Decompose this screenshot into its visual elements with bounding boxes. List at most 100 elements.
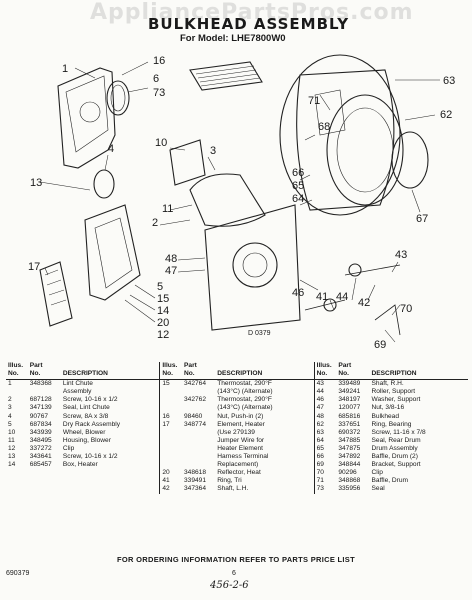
illus-number: 41 (159, 477, 182, 486)
illus-number (159, 388, 182, 397)
header-part: Part (29, 362, 43, 369)
part-number: 348197 (338, 396, 361, 404)
blower-wheel (169, 139, 206, 186)
callout-43: 43 (395, 249, 407, 261)
illus-number (159, 453, 182, 462)
part-number: 342764 (184, 380, 207, 388)
part-description: Ring, Bearing (371, 420, 412, 428)
page-number: 6 (232, 570, 236, 577)
drum-back (279, 54, 401, 216)
part-description: Jumper Wire for (217, 436, 265, 444)
part-number: 690372 (338, 428, 361, 436)
part-description: Shaft, L.H. (217, 485, 249, 493)
illus-number: 65 (313, 444, 337, 454)
callout-1: 1 (62, 63, 68, 75)
callout-67: 67 (416, 213, 428, 225)
part-number (182, 453, 215, 461)
part-description: Nut, Push-in (2) (217, 412, 264, 420)
part-description: Thermostat, 290°F (217, 396, 272, 404)
part-number (182, 404, 215, 412)
callout-63: 63 (443, 75, 455, 87)
part-description: Bracket, Support (371, 461, 421, 469)
illus-number: 66 (313, 453, 337, 462)
part-description (61, 469, 160, 477)
part-number: 98460 (184, 412, 203, 420)
exploded-diagram: 1 16 6 73 63 71 62 4 13 10 3 11 2 68 66 … (28, 54, 455, 351)
part-description (61, 485, 160, 493)
part-description: Baffle, Drum (2) (371, 453, 418, 461)
header-illus: Illus. (159, 362, 182, 371)
callout-15: 15 (157, 293, 169, 305)
callout-46: 46 (292, 287, 304, 299)
illus-number (159, 428, 182, 437)
part-number: 348774 (184, 420, 207, 428)
illus-number: 4 (8, 412, 12, 420)
drum-seal (391, 131, 429, 189)
part-description: Clip (371, 469, 383, 477)
part-number: 342762 (184, 396, 207, 404)
part-number: 337272 (29, 444, 52, 452)
illus-number: 11 (8, 436, 15, 444)
watermark: AppliancePartsPros.com (90, 0, 414, 25)
part-description: Thermostat, 290°F (217, 380, 272, 388)
part-description: Roller, Support (371, 388, 416, 396)
part-number: 348495 (29, 436, 52, 444)
part-description: Baffle, Drum (371, 477, 409, 485)
callout-62: 62 (440, 109, 452, 121)
heater-box (84, 204, 141, 301)
part-number: 347139 (29, 404, 52, 412)
bulkhead-panel (204, 204, 301, 331)
part-description: Assembly (62, 388, 92, 396)
header-no: No. (313, 370, 337, 381)
illus-number: 44 (313, 388, 337, 397)
header-part: Part (184, 362, 197, 369)
drum-body (296, 69, 395, 211)
part-number: 687834 (29, 420, 52, 428)
dry-rack-part (189, 61, 263, 91)
part-number: 347885 (338, 436, 361, 444)
part-number (28, 485, 61, 493)
part-number (182, 461, 215, 469)
part-number: 347364 (184, 485, 207, 493)
part-number: 348368 (29, 380, 52, 388)
header-description: DESCRIPTION (215, 370, 315, 381)
part-number (28, 469, 61, 477)
illus-number: 1 (8, 380, 12, 388)
part-number: 90767 (29, 412, 49, 420)
part-description: Wheel, Blower (62, 428, 106, 436)
callout-5: 5 (157, 281, 163, 293)
part-description (61, 477, 160, 485)
header-illus: Illus. (313, 362, 337, 371)
illus-number: 70 (313, 469, 337, 478)
callout-66: 66 (292, 167, 304, 179)
part-number: 348868 (338, 477, 361, 485)
part-description: Screw, 11-16 x 7/8 (371, 428, 426, 436)
part-description: (143°C) (Alternate) (217, 388, 273, 396)
part-description: Drum Assembly (371, 444, 418, 452)
illus-number: 46 (313, 396, 337, 405)
illus-number: 42 (159, 485, 182, 494)
part-description: Bulkhead (371, 412, 400, 420)
illus-number: 5 (8, 420, 12, 428)
header-description: DESCRIPTION (369, 370, 468, 381)
illus-number (6, 485, 28, 493)
illus-number (159, 444, 182, 454)
part-description: Harness Terminal (217, 453, 269, 461)
seal-ring (106, 80, 130, 116)
illus-number: 12 (8, 444, 16, 452)
part-number: 339491 (184, 477, 207, 485)
part-number (182, 429, 215, 437)
part-description: Screw, 10-16 x 1/2 (62, 396, 118, 404)
part-description: Box, Heater (62, 461, 98, 469)
illus-number: 69 (313, 461, 337, 470)
part-number (28, 477, 61, 485)
illus-number: 48 (313, 412, 337, 421)
illus-number: 71 (313, 477, 337, 486)
